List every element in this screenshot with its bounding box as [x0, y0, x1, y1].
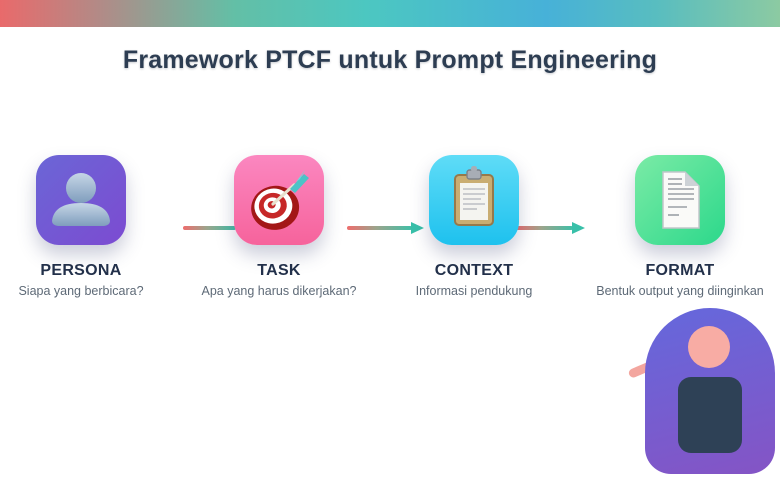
step-label: FORMAT [645, 262, 715, 279]
step-task: TASK Apa yang harus dikerjakan? [179, 155, 379, 298]
connector-line [183, 226, 236, 230]
step-description: Apa yang harus dikerjakan? [201, 284, 357, 298]
connector-line [347, 226, 412, 230]
clipboard-icon [429, 155, 519, 245]
step-label: TASK [257, 262, 301, 279]
step-description: Siapa yang berbicara? [18, 284, 144, 298]
step-description: Informasi pendukung [415, 284, 533, 298]
step-label: PERSONA [40, 262, 122, 279]
connector-line [516, 226, 573, 230]
flow-arrow-2 [347, 222, 424, 234]
step-description: Bentuk output yang diinginkan [596, 284, 764, 298]
page-title: Framework PTCF untuk Prompt Engineering [122, 46, 658, 74]
step-persona: PERSONA Siapa yang berbicara? [0, 155, 181, 298]
mascot-head [688, 326, 730, 368]
target-dart-icon [234, 155, 324, 245]
person-silhouette-graphic [52, 173, 110, 226]
flow-arrow-3 [516, 222, 585, 234]
arrowhead-icon [572, 222, 585, 234]
step-format: FORMAT Bentuk output yang diinginkan [580, 155, 780, 298]
flow-connector-1 [183, 222, 236, 234]
step-label: CONTEXT [434, 262, 514, 279]
document-page-graphic [662, 171, 700, 229]
step-context: CONTEXT Informasi pendukung [374, 155, 574, 298]
robot-mascot [645, 308, 775, 474]
clipboard-graphic [454, 166, 494, 226]
document-page-icon [635, 155, 725, 245]
target-dart-graphic [251, 170, 309, 230]
person-silhouette-icon [36, 155, 126, 245]
top-gradient-bar [0, 0, 780, 27]
arrowhead-icon [411, 222, 424, 234]
mascot-screen [678, 377, 742, 453]
